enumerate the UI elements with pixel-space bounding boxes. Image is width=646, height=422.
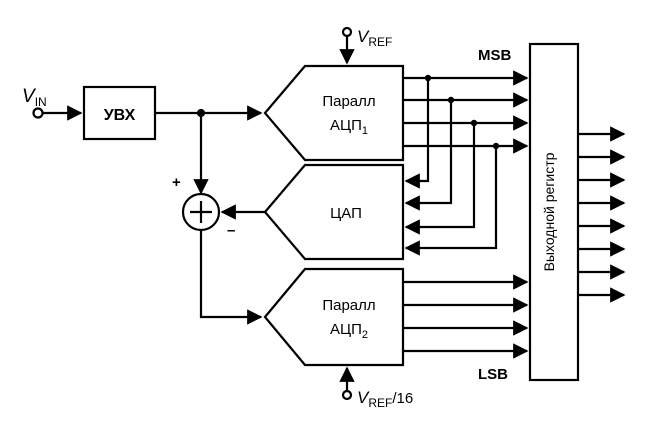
- input-terminal: [32, 107, 44, 119]
- tap-bit-3-to-dac: [404, 123, 476, 235]
- msb-label: MSB: [478, 47, 512, 64]
- dac-block: [263, 163, 405, 261]
- vref-bottom-terminal: [341, 389, 353, 401]
- tap-bit-2-to-dac: [404, 100, 453, 211]
- junction-bit-3: [470, 119, 478, 127]
- junction-bit-1: [424, 74, 432, 82]
- adc1-label-line2: АЦП1: [330, 117, 368, 137]
- adc1-block: [263, 64, 405, 162]
- tap-bit-1-to-dac: [404, 78, 430, 189]
- vref-bottom-label: VREF/16: [357, 388, 413, 410]
- output-register-block: [528, 42, 580, 382]
- junction-bit-4: [492, 142, 500, 150]
- summer-plus-sign: +: [172, 174, 181, 191]
- adc2-label-line2: АЦП2: [330, 321, 368, 341]
- junction-bit-2: [447, 96, 455, 104]
- vin-label: VIN: [22, 86, 47, 109]
- dac-label: ЦАП: [330, 205, 362, 222]
- adc1-label-line1: Паралл: [322, 93, 375, 110]
- summer-minus-sign: –: [227, 222, 235, 239]
- tap-bit-4-to-dac: [404, 146, 498, 256]
- vref-top-label: VREF: [357, 27, 392, 49]
- adc2-block: [263, 267, 405, 367]
- output-register-label: Выходной регистр: [541, 152, 557, 271]
- vref-top-terminal: [341, 26, 353, 38]
- sample-hold-label: УВХ: [104, 107, 136, 124]
- lsb-label: LSB: [478, 366, 508, 383]
- summer-to-adc2-wire: [199, 230, 263, 325]
- adc2-label-line1: Паралл: [322, 297, 375, 314]
